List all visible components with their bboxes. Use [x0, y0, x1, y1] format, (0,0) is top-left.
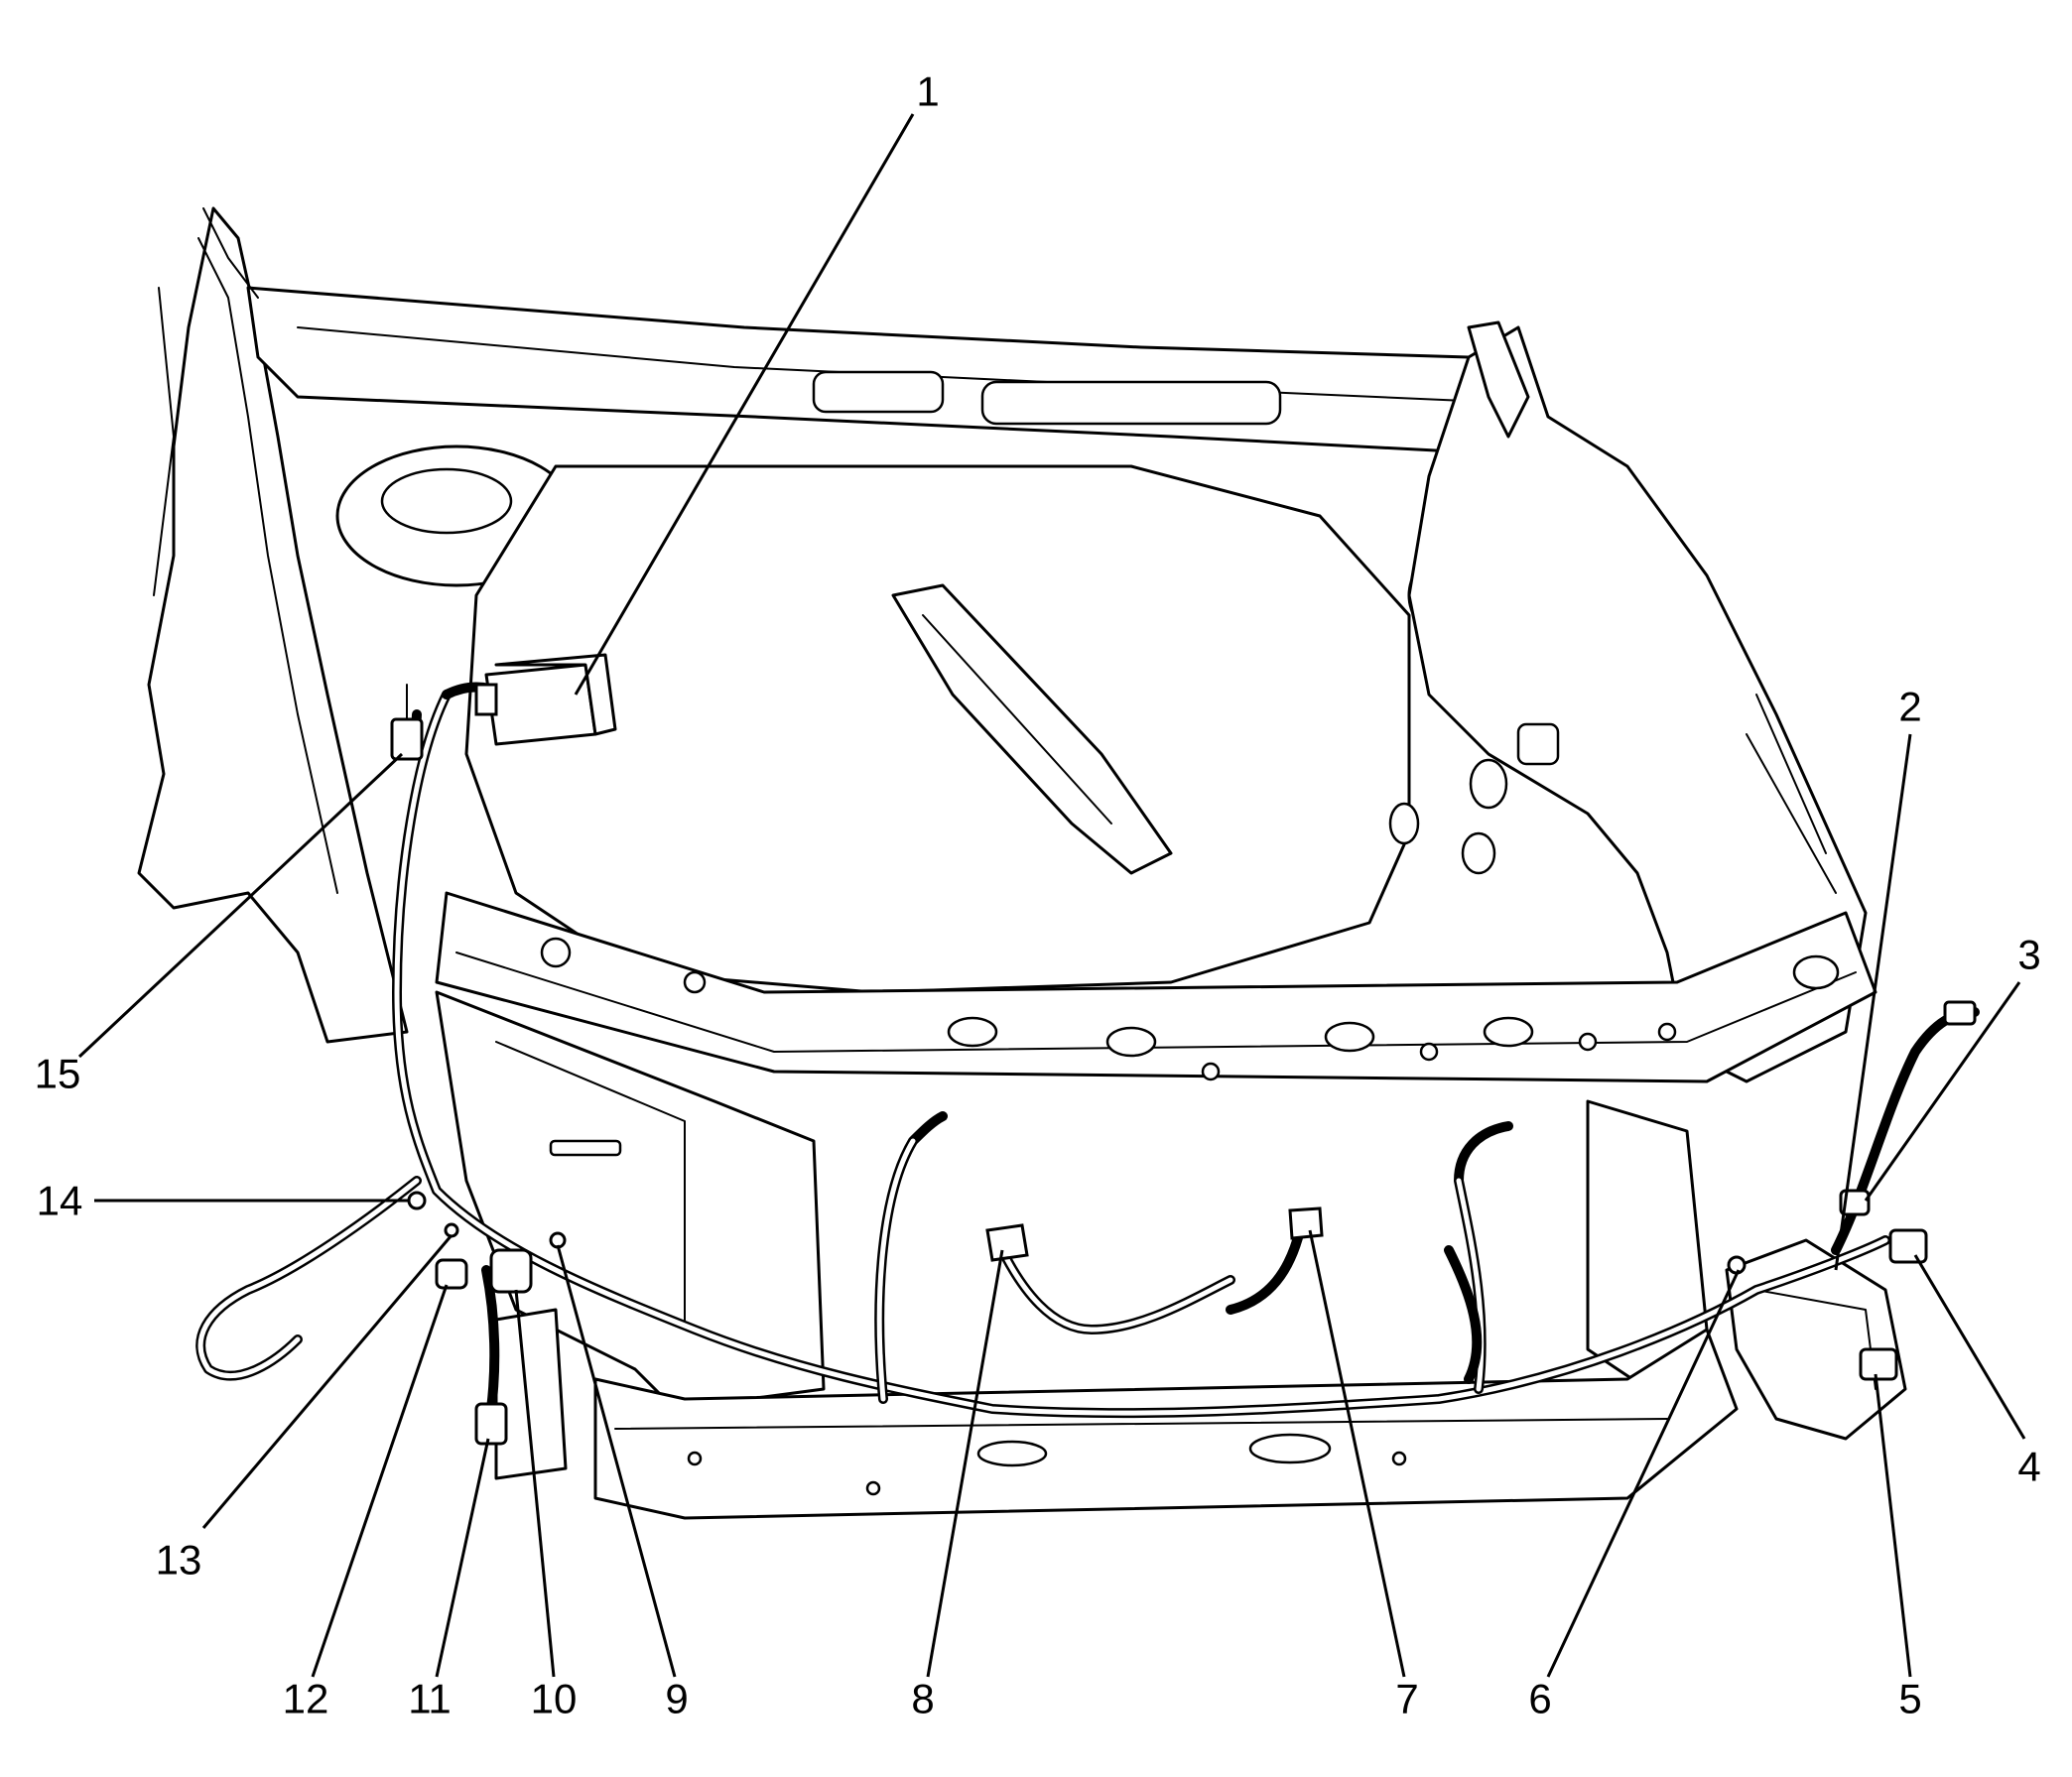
component-14-clip	[407, 1191, 427, 1210]
component-1-module	[474, 653, 617, 746]
callout-11: 11	[408, 1676, 452, 1722]
callout-6: 6	[1528, 1676, 1551, 1722]
component-13-clip	[444, 1222, 459, 1238]
component-9-clip	[549, 1231, 567, 1249]
leader-2	[1834, 733, 1912, 1271]
callout-labels: 1 2 3 4 5 6 7 8 9 10 11 12 13 14 15	[35, 68, 2041, 1722]
callout-15: 15	[35, 1051, 81, 1097]
callout-1: 1	[916, 68, 939, 115]
callout-9: 9	[665, 1676, 688, 1722]
leader-12	[311, 1284, 449, 1678]
callout-14: 14	[37, 1178, 83, 1224]
callout-5: 5	[1898, 1676, 1921, 1722]
leader-10	[514, 1289, 556, 1678]
component-4-connector	[1888, 1228, 1928, 1264]
component-12-connector	[435, 1258, 468, 1290]
component-8-connector	[985, 1223, 1029, 1262]
component-2-connector	[1943, 1000, 1977, 1026]
component-3-connector	[1839, 1189, 1871, 1216]
callout-4: 4	[2017, 1444, 2040, 1490]
callout-2: 2	[1898, 684, 1921, 730]
leader-4	[1913, 1254, 2026, 1440]
leader-lines	[77, 113, 2026, 1678]
leader-3	[1864, 981, 2021, 1202]
callout-8: 8	[911, 1676, 934, 1722]
callout-7: 7	[1395, 1676, 1418, 1722]
leader-5	[1874, 1373, 1912, 1678]
component-5-connector	[1859, 1347, 1898, 1381]
leader-15	[77, 752, 404, 1059]
component-11-connector	[474, 1402, 508, 1446]
callout-12: 12	[283, 1676, 329, 1722]
callout-13: 13	[156, 1537, 202, 1584]
component-6-clip	[1727, 1255, 1747, 1275]
leader-11	[435, 1438, 490, 1678]
leader-7	[1308, 1229, 1406, 1678]
leader-9	[556, 1244, 677, 1678]
component-10-connector	[489, 1248, 533, 1294]
component-7-connector	[1288, 1206, 1324, 1240]
leader-13	[201, 1234, 453, 1529]
vehicle-body-structure	[137, 206, 1907, 1520]
leader-1	[574, 113, 915, 696]
callout-3: 3	[2017, 932, 2040, 978]
leader-6	[1546, 1269, 1741, 1678]
leader-8	[926, 1249, 1004, 1678]
callout-10: 10	[531, 1676, 578, 1722]
component-15-sensor	[390, 684, 424, 761]
